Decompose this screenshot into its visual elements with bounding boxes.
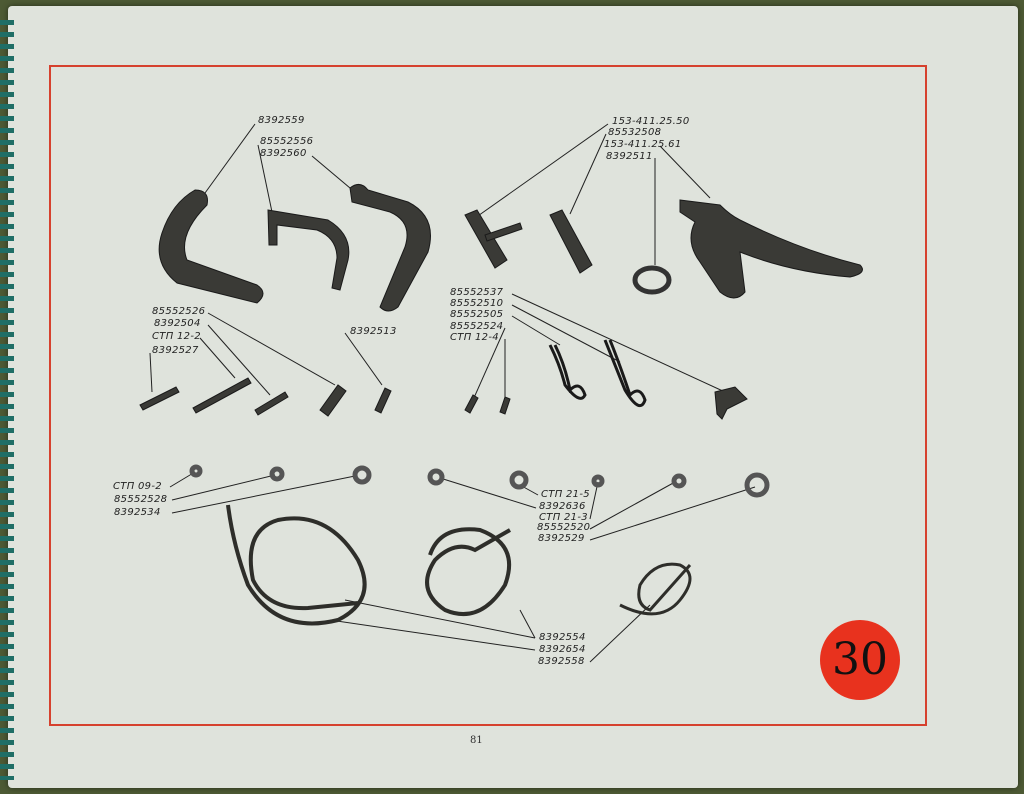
- screw-2: [499, 396, 511, 415]
- part-label: 85552528: [114, 494, 168, 505]
- bolt-2: [192, 377, 252, 414]
- part-label: 85552526: [152, 306, 206, 317]
- part-label: 8392527: [152, 345, 199, 356]
- parts: [139, 184, 863, 420]
- cable-short: [619, 562, 692, 616]
- part-label: 85552556: [260, 136, 314, 147]
- part-label: 85552520: [537, 522, 591, 533]
- part-label: СТП 21-5: [541, 489, 590, 500]
- spiral-binding: [0, 20, 14, 780]
- washers: [189, 464, 770, 498]
- part-label: 85552524: [450, 321, 504, 332]
- screw-1: [464, 394, 479, 414]
- part-label: 85552510: [450, 298, 504, 309]
- plate-number-badge: 30: [820, 620, 900, 700]
- spring-1: [548, 344, 587, 400]
- part-label: СТП 12-2: [152, 331, 201, 342]
- brake-arm-right: [349, 184, 431, 312]
- bolt-3: [254, 391, 289, 416]
- bolt-5: [374, 387, 392, 414]
- part-label: 8392558: [538, 656, 585, 667]
- part-label: 153-411.25.61: [604, 139, 682, 150]
- brake-yoke: [267, 209, 350, 291]
- part-label: 8392513: [350, 326, 397, 337]
- part-label: 8392534: [114, 507, 161, 518]
- leader-lines: [149, 123, 756, 663]
- part-label: 85552505: [450, 309, 504, 320]
- page-number: 81: [470, 735, 483, 746]
- part-label: СТП 09-2: [113, 481, 162, 492]
- bolt-1: [139, 386, 180, 411]
- part-label: 8392511: [606, 151, 653, 162]
- cable-anchor: [714, 386, 748, 420]
- brake-lever: [679, 199, 863, 299]
- part-label: 8392559: [258, 115, 305, 126]
- part-label: 153-411.25.50: [612, 116, 690, 127]
- clamp-ring: [632, 265, 672, 295]
- cables: [226, 504, 692, 626]
- brake-shoe-2: [549, 209, 593, 274]
- part-label: 8392529: [538, 533, 585, 544]
- cable-long: [226, 504, 367, 626]
- part-label: СТП 21-3: [539, 512, 588, 523]
- part-label: СТП 12-4: [450, 332, 499, 343]
- part-label: 8392504: [154, 318, 201, 329]
- cable-medium: [425, 527, 511, 616]
- part-label: 85532508: [608, 127, 662, 138]
- part-label: 8392636: [539, 501, 586, 512]
- part-label: 85552537: [450, 287, 504, 298]
- bolt-4: [319, 384, 347, 417]
- part-label: 8392654: [539, 644, 586, 655]
- part-label: 8392554: [539, 632, 586, 643]
- part-label: 8392560: [260, 148, 307, 159]
- spring-2: [603, 339, 647, 408]
- brake-arm-left: [158, 189, 264, 304]
- red-frame: [49, 65, 927, 726]
